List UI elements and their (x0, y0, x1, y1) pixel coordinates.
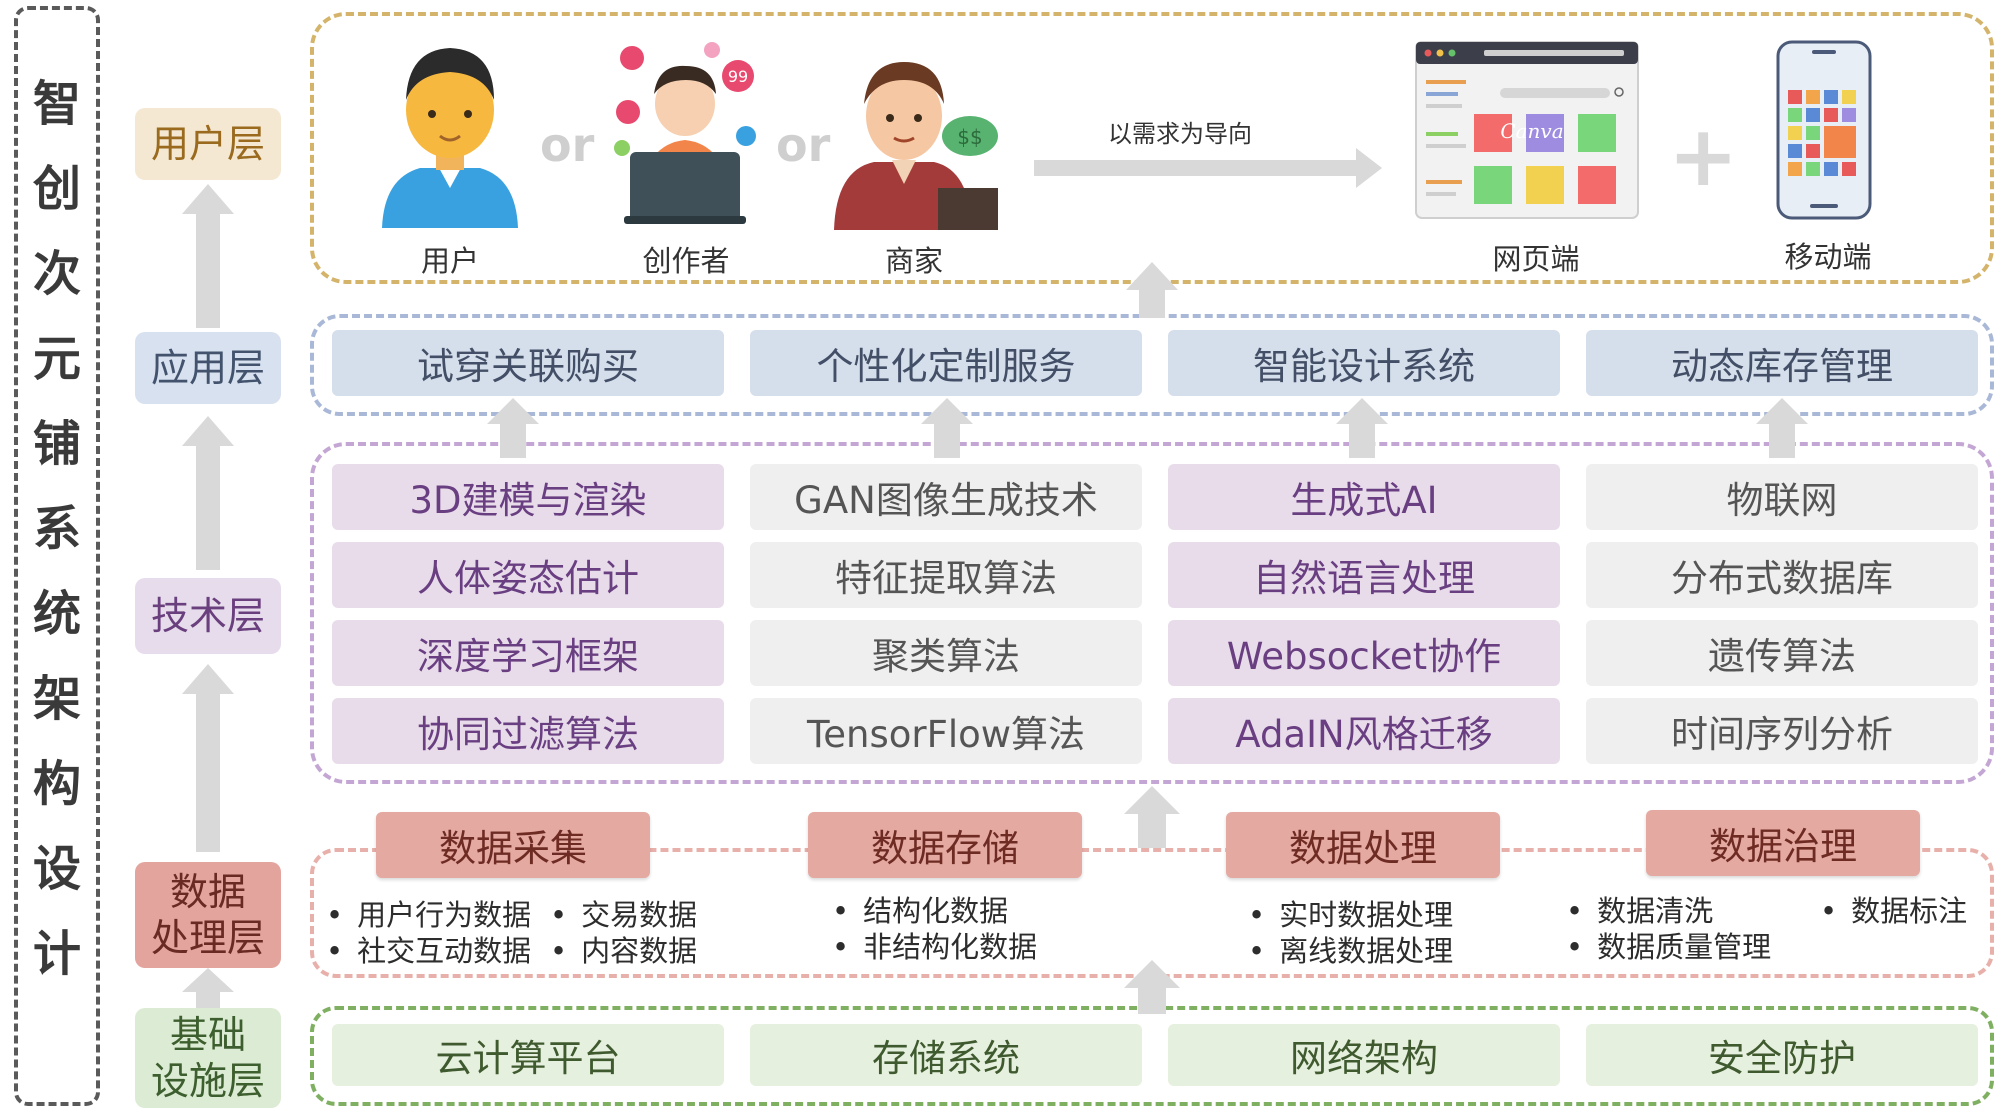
title-char: 创 (32, 161, 81, 217)
layer-label-user: 用户层 (135, 108, 281, 180)
title-char: 系 (32, 501, 81, 557)
title-char: 构 (32, 756, 81, 812)
data-header-store: 数据存储 (808, 812, 1082, 878)
data-item: 离线数据处理 (1248, 928, 1453, 970)
up-arrow (182, 664, 234, 852)
data-header-govern: 数据治理 (1646, 810, 1920, 876)
title-char: 计 (32, 926, 81, 982)
data-item: 数据质量管理 (1566, 924, 1771, 966)
layer-label-app: 应用层 (135, 332, 281, 404)
data-item: 实时数据处理 (1248, 892, 1453, 934)
or-label: or (540, 118, 595, 172)
up-arrow (182, 416, 234, 570)
tech-cell: 生成式AI (1168, 464, 1560, 530)
layer-label-data: 数据处理层 (135, 862, 281, 968)
infra-cell-storage: 存储系统 (750, 1024, 1142, 1086)
layer-arrows (182, 184, 234, 1010)
tech-layer-frame (310, 442, 1994, 784)
terminal-label-web: 网页端 (1492, 242, 1580, 276)
app-cell-design-system: 智能设计系统 (1168, 330, 1560, 396)
layer-label-tech: 技术层 (135, 578, 281, 654)
up-arrow (1124, 786, 1180, 848)
demand-arrow-label: 以需求为导向 (1108, 120, 1252, 148)
app-cell-tryon-purchase: 试穿关联购买 (332, 330, 724, 396)
web-browser-icon: Canva (1415, 41, 1639, 219)
data-item: 社交互动数据 (326, 928, 531, 970)
title-char: 设 (32, 841, 81, 897)
title-frame (14, 6, 100, 1106)
tech-cell: 分布式数据库 (1586, 542, 1978, 608)
up-arrow (182, 968, 234, 1010)
canva-logo: Canva (1500, 119, 1563, 143)
app-cell-inventory: 动态库存管理 (1586, 330, 1978, 396)
data-header-process: 数据处理 (1226, 812, 1500, 878)
actor-label-user: 用户 (420, 244, 479, 278)
data-item: 内容数据 (550, 928, 697, 970)
data-item: 结构化数据 (832, 888, 1008, 930)
data-item: 数据清洗 (1566, 888, 1713, 930)
data-item: 用户行为数据 (326, 892, 531, 934)
title-char: 智 (32, 76, 81, 132)
money-text: $$ (957, 125, 982, 149)
infra-cell-security: 安全防护 (1586, 1024, 1978, 1086)
tech-cell: 人体姿态估计 (332, 542, 724, 608)
app-cell-custom-service: 个性化定制服务 (750, 330, 1142, 396)
tech-cell: Websocket协作 (1168, 620, 1560, 686)
infra-cell-network: 网络架构 (1168, 1024, 1560, 1086)
data-item: 非结构化数据 (832, 924, 1037, 966)
actor-label-creator: 创作者 (642, 244, 730, 278)
title-char: 元 (32, 331, 81, 387)
creator-icon: 99 (614, 42, 756, 224)
tech-cell: TensorFlow算法 (750, 698, 1142, 764)
title-char: 架 (32, 671, 81, 727)
title-char: 铺 (32, 416, 81, 472)
actor-label-merchant: 商家 (884, 244, 943, 278)
title-char: 统 (32, 586, 81, 642)
tech-cell: 3D建模与渲染 (332, 464, 724, 530)
tech-cell: 深度学习框架 (332, 620, 724, 686)
tech-cell: GAN图像生成技术 (750, 464, 1142, 530)
demand-arrow (1034, 148, 1382, 188)
tech-cell: 协同过滤算法 (332, 698, 724, 764)
terminal-label-mobile: 移动端 (1784, 240, 1872, 274)
tech-cell: 聚类算法 (750, 620, 1142, 686)
tech-cell: 遗传算法 (1586, 620, 1978, 686)
badge-text: 99 (728, 67, 748, 86)
vertical-title: 智 创 次 元 铺 系 统 架 构 设 计 (14, 62, 100, 997)
tech-cell: 自然语言处理 (1168, 542, 1560, 608)
data-item: 交易数据 (550, 892, 697, 934)
tech-cell: 物联网 (1586, 464, 1978, 530)
title-char: 次 (32, 246, 81, 302)
user-avatar-icon (382, 48, 518, 228)
tech-cell: AdaIN风格迁移 (1168, 698, 1560, 764)
layer-label-infra: 基础设施层 (135, 1008, 281, 1108)
data-header-collect: 数据采集 (376, 812, 650, 878)
or-label: or (776, 118, 831, 172)
tech-cell: 特征提取算法 (750, 542, 1142, 608)
up-arrow (182, 184, 234, 328)
plus-symbol: + (1668, 107, 1739, 205)
infra-cell-cloud: 云计算平台 (332, 1024, 724, 1086)
merchant-icon: $$ (834, 62, 998, 230)
mobile-phone-icon (1776, 40, 1872, 220)
data-item: 数据标注 (1820, 888, 1967, 930)
tech-cell: 时间序列分析 (1586, 698, 1978, 764)
